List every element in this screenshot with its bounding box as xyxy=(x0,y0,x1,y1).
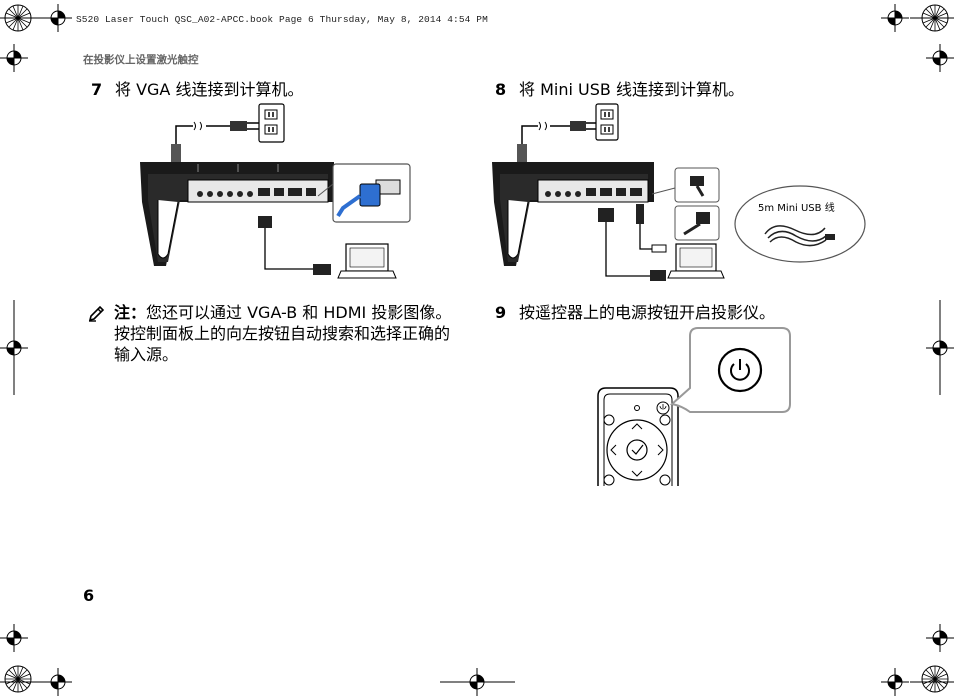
usb-port-callout xyxy=(651,167,720,241)
crosshair-mark-left-lower xyxy=(0,623,29,653)
step-number: 7 xyxy=(91,80,103,99)
usb-cable-callout xyxy=(734,185,866,263)
power-outlet-icon xyxy=(258,103,285,143)
section-title: 在投影仪上设置激光触控 xyxy=(83,54,199,66)
step-8: 8 将 Mini USB 线连接到计算机。 xyxy=(495,79,744,101)
print-slug: S520 Laser Touch QSC_A02-APCC.book Page … xyxy=(76,14,488,25)
crosshair-mark-top-left xyxy=(43,3,73,33)
laptop-icon xyxy=(667,243,725,279)
step-text: 将 Mini USB 线连接到计算机。 xyxy=(519,80,744,99)
crosshair-mark-left-upper xyxy=(0,43,29,73)
page-number: 6 xyxy=(83,586,95,605)
starburst-mark-bottom-left xyxy=(4,665,32,693)
note-text: 您还可以通过 VGA-B 和 HDMI 投影图像。按控制面板上的向左按钮自动搜索… xyxy=(114,303,452,364)
power-button-callout xyxy=(669,327,791,413)
step-9: 9 按遥控器上的电源按钮开启投影仪。 xyxy=(495,302,775,324)
crosshair-mark-bottom-left xyxy=(43,667,73,697)
power-icon xyxy=(730,359,750,381)
step-text: 按遥控器上的电源按钮开启投影仪。 xyxy=(519,303,776,322)
note-block: 注：您还可以通过 VGA-B 和 HDMI 投影图像。按控制面板上的向左按钮自动… xyxy=(88,302,458,365)
power-outlet-icon xyxy=(595,103,619,141)
crosshair-mark-bottom-right xyxy=(880,667,910,697)
step-number: 9 xyxy=(495,303,507,322)
crosshair-mark-right-lower xyxy=(925,623,954,653)
step-text: 将 VGA 线连接到计算机。 xyxy=(115,80,304,99)
vga-connection-illustration xyxy=(140,103,411,279)
remote-control-illustration xyxy=(597,327,791,486)
note-label: 注： xyxy=(114,303,147,322)
starburst-mark-bottom-right xyxy=(921,665,949,693)
projector-icon xyxy=(140,162,334,266)
usb-connection-illustration xyxy=(492,103,866,281)
pencil-note-icon xyxy=(88,305,105,322)
usb-cable-label: 5m Mini USB 线 xyxy=(758,203,835,214)
step-number: 8 xyxy=(495,80,507,99)
crosshair-mark-right-upper xyxy=(925,43,954,73)
crosshair-mark-top-right xyxy=(880,3,910,33)
step-7: 7 将 VGA 线连接到计算机。 xyxy=(91,79,303,101)
remote-control-icon xyxy=(597,387,679,486)
remote-crop-mask xyxy=(590,486,690,498)
projector-icon xyxy=(492,162,654,266)
laptop-icon xyxy=(337,243,397,279)
vga-port-callout xyxy=(317,163,411,223)
